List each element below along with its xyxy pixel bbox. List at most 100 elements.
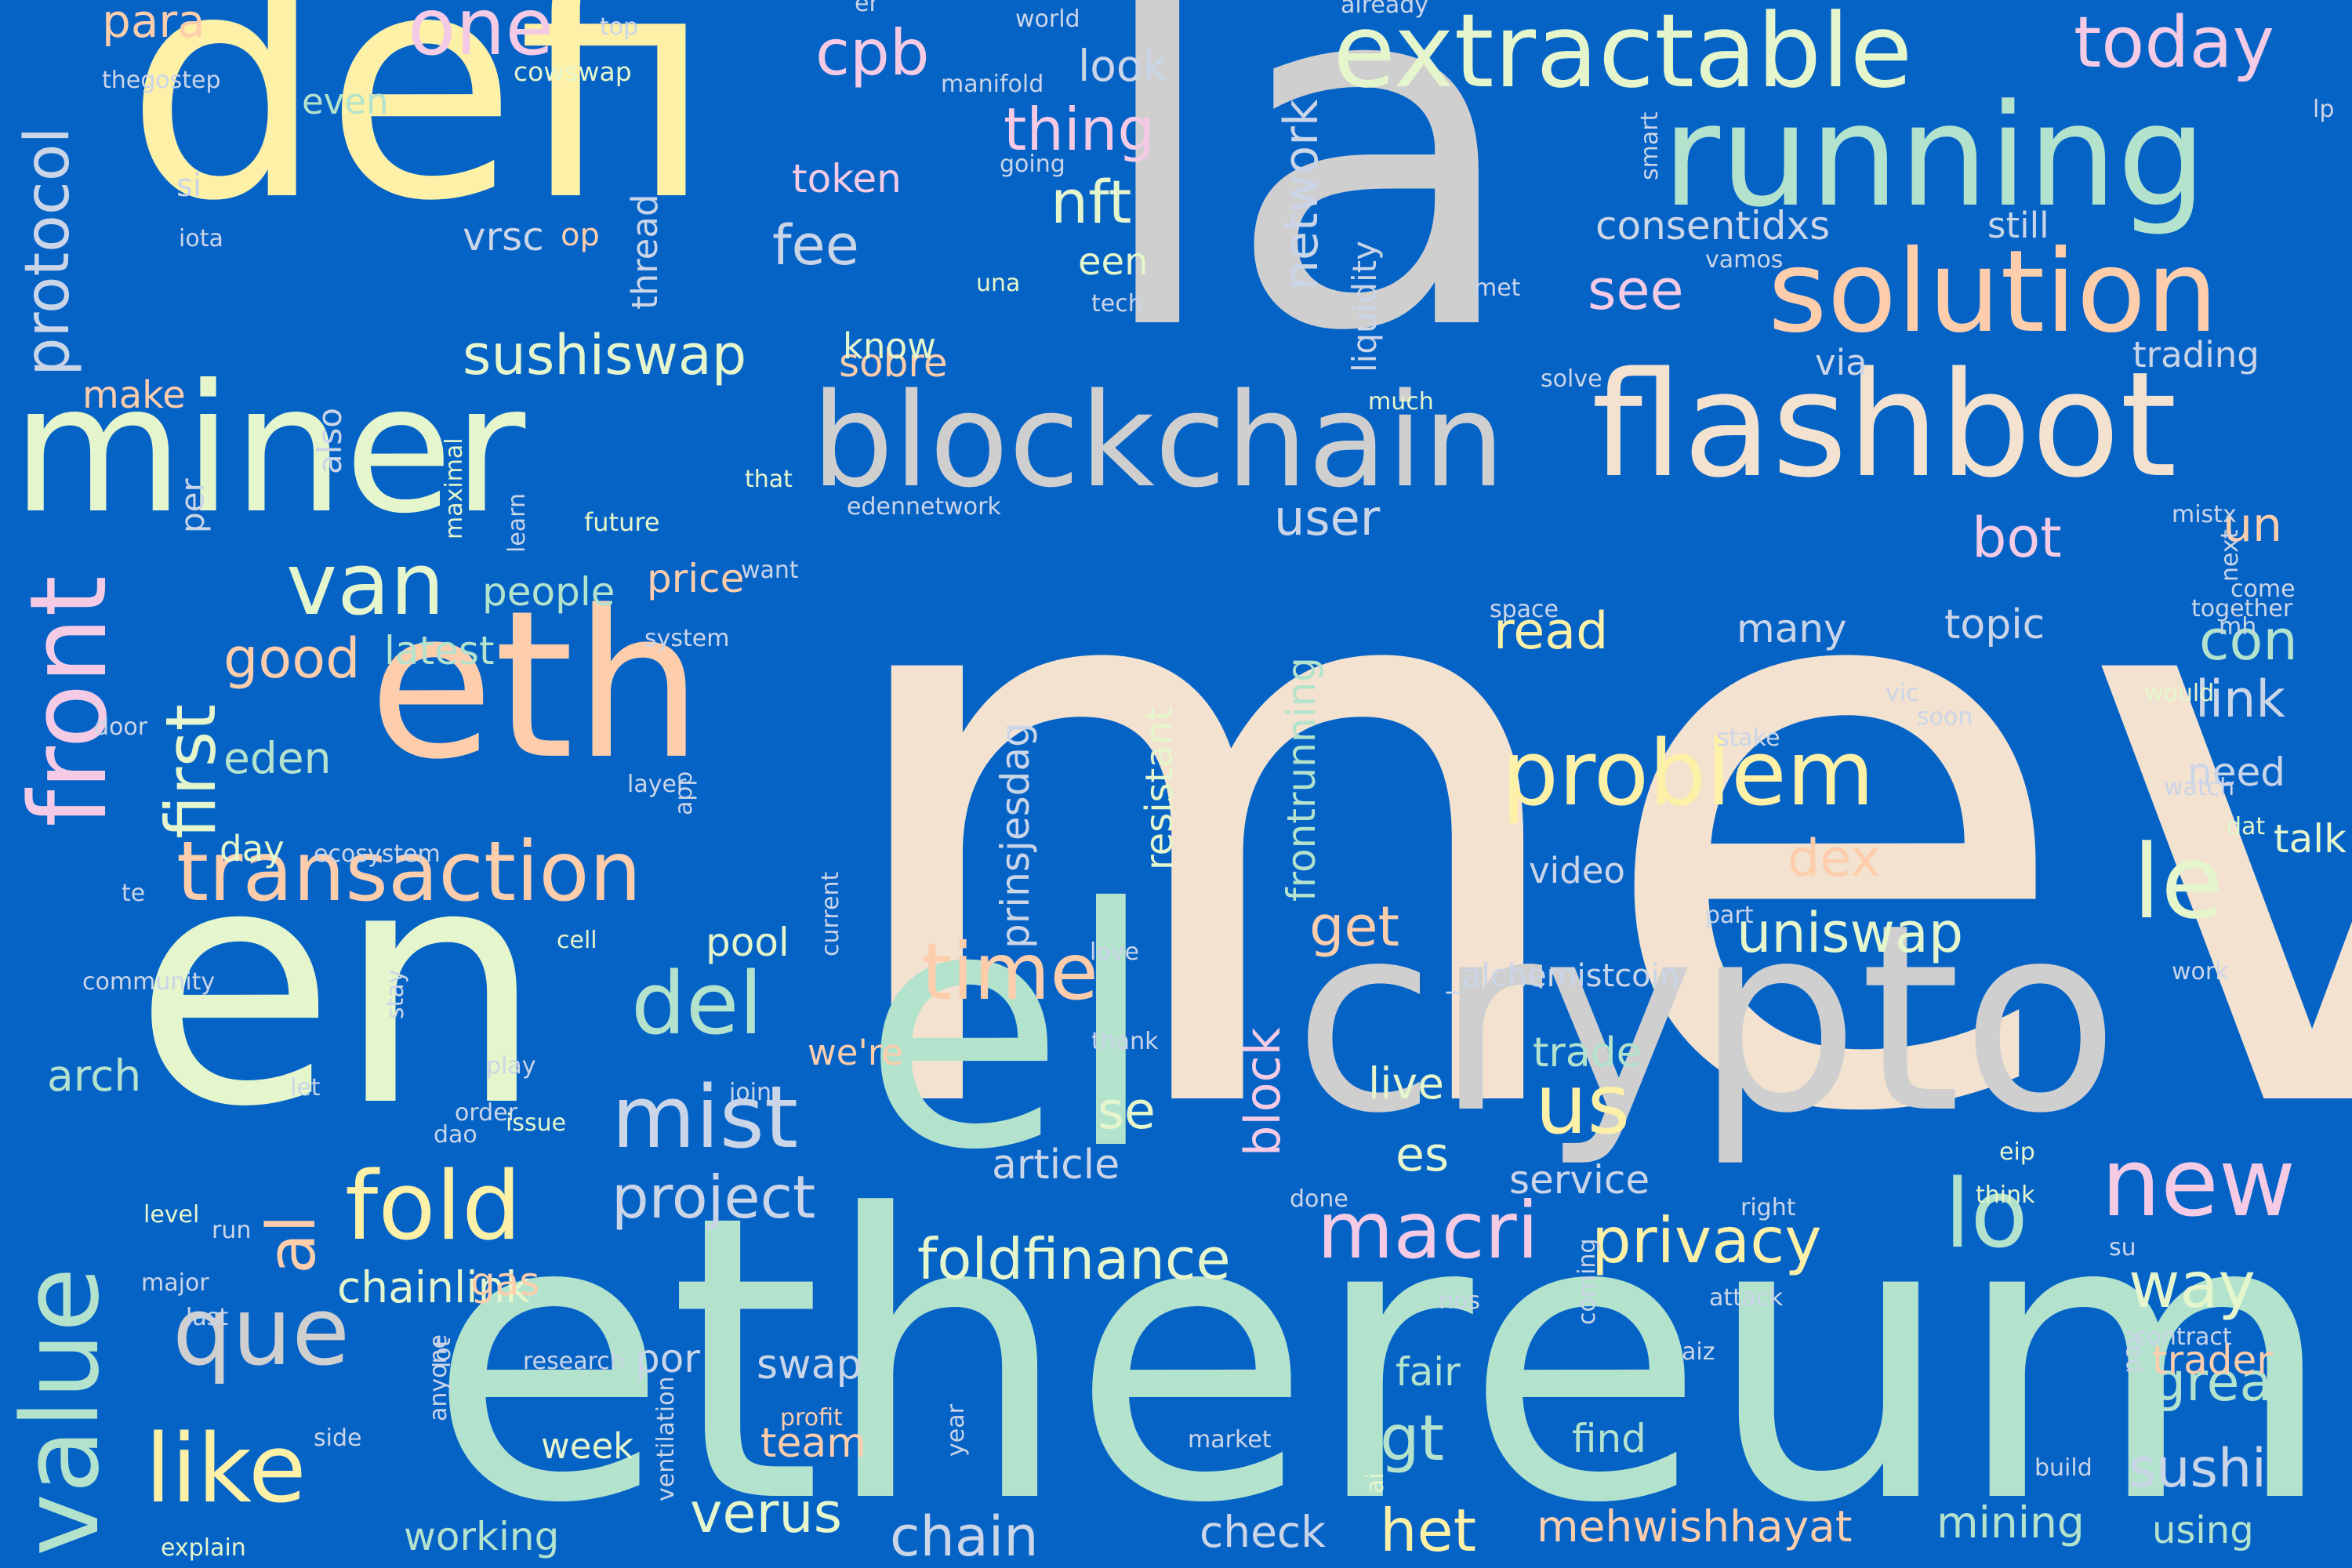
word-defi: defi bbox=[125, 0, 715, 270]
word-space: space bbox=[1490, 596, 1559, 623]
word-together: together bbox=[2191, 595, 2293, 622]
word-sobre: sobre bbox=[839, 340, 948, 386]
word-topic: topic bbox=[1944, 601, 2045, 648]
word-dat: dat bbox=[2227, 813, 2266, 840]
word-vrsc: vrsc bbox=[463, 214, 544, 260]
word-problem: problem bbox=[1501, 721, 1875, 826]
word-nft: nft bbox=[1051, 167, 1132, 237]
word-es: es bbox=[1396, 1127, 1450, 1182]
word-top: top bbox=[600, 13, 639, 41]
word-resistant: resistant bbox=[1138, 706, 1181, 870]
word-contract: contract bbox=[2134, 1323, 2232, 1351]
word-maximal: maximal bbox=[441, 437, 468, 539]
word-la: la bbox=[1090, 0, 1523, 437]
word-coming: coming bbox=[1573, 1238, 1601, 1325]
word-team: team bbox=[760, 1420, 866, 1467]
word-find: find bbox=[1572, 1416, 1646, 1461]
word-fair: fair bbox=[1396, 1349, 1461, 1395]
word-going: going bbox=[1000, 151, 1065, 178]
word-pay: pay bbox=[2118, 1330, 2146, 1374]
word-privacy: privacy bbox=[1592, 1204, 1822, 1277]
word-us: us bbox=[1535, 1057, 1631, 1152]
word-we-re: we're bbox=[808, 1032, 904, 1073]
word-extractable: extractable bbox=[1333, 0, 1913, 111]
word-vic: vic bbox=[1886, 680, 1919, 707]
word-much: much bbox=[1368, 388, 1434, 416]
word-service: service bbox=[1509, 1157, 1650, 1203]
word-app: app bbox=[670, 771, 698, 815]
word-per: per bbox=[173, 478, 212, 533]
word-por: por bbox=[635, 1336, 700, 1381]
word-side: side bbox=[314, 1425, 362, 1452]
word-stay: stay bbox=[382, 969, 409, 1019]
word-cowswap: cowswap bbox=[514, 56, 632, 87]
word-trader: trader bbox=[2152, 1338, 2273, 1383]
word-need: need bbox=[2187, 750, 2285, 795]
word-foldfinance: foldfinance bbox=[917, 1226, 1231, 1292]
word-time: time bbox=[921, 926, 1098, 1018]
word-know: know bbox=[843, 325, 936, 367]
word-play: play bbox=[486, 1052, 536, 1080]
word-get: get bbox=[1309, 895, 1399, 959]
word-van: van bbox=[286, 534, 445, 634]
word-mehwishhayat: mehwishhayat bbox=[1537, 1501, 1853, 1552]
word-great: great bbox=[2152, 1352, 2293, 1414]
word-te: te bbox=[122, 880, 146, 907]
word-con: con bbox=[2199, 608, 2298, 673]
word-para: para bbox=[102, 0, 205, 48]
word-look: look bbox=[1078, 41, 1168, 91]
word-lo: lo bbox=[1944, 1160, 2028, 1269]
word-would: would bbox=[2144, 680, 2215, 707]
word-lp: lp bbox=[2313, 96, 2335, 123]
word-layer: layer bbox=[627, 771, 687, 798]
word-prinsjesdag: prinsjesdag bbox=[993, 722, 1038, 949]
word-like: like bbox=[145, 1415, 307, 1524]
word-aiz: aiz bbox=[1682, 1338, 1715, 1366]
word-frontrunning: frontrunning bbox=[1279, 657, 1324, 902]
word-cell: cell bbox=[557, 927, 597, 954]
word-read: read bbox=[1494, 602, 1609, 661]
word-swap: swap bbox=[757, 1341, 862, 1388]
word-video: video bbox=[1529, 850, 1625, 891]
word-market: market bbox=[1188, 1426, 1272, 1454]
word-ventilation: ventilation bbox=[652, 1376, 680, 1501]
word-work: work bbox=[2172, 958, 2229, 985]
word-ethereum: ethereum bbox=[427, 1132, 2336, 1568]
word-eip: eip bbox=[1999, 1138, 2035, 1166]
word-done: done bbox=[1290, 1185, 1348, 1213]
word-flashbot: flashbot bbox=[1592, 340, 2177, 510]
word-que: que bbox=[172, 1278, 350, 1387]
word-miner: miner bbox=[12, 347, 526, 553]
word-sushiswap: sushiswap bbox=[463, 323, 747, 387]
word-watch: watch bbox=[2164, 774, 2235, 801]
word-today: today bbox=[2074, 2, 2274, 84]
word-bot: bot bbox=[1972, 506, 2062, 570]
word-pool: pool bbox=[706, 920, 789, 965]
word-fold: fold bbox=[345, 1152, 522, 1261]
word-running: running bbox=[1662, 74, 2207, 238]
word-mining: mining bbox=[1936, 1497, 2085, 1548]
word-thank: thank bbox=[1091, 1028, 1159, 1055]
word-user: user bbox=[1274, 489, 1381, 546]
word-future: future bbox=[584, 507, 660, 537]
word-mev: mev bbox=[819, 364, 2352, 1286]
word-eden: eden bbox=[223, 733, 332, 783]
word-arch: arch bbox=[47, 1051, 142, 1101]
word-gas: gas bbox=[470, 1259, 540, 1305]
word-dex: dex bbox=[1788, 829, 1881, 888]
word-stake: stake bbox=[1717, 724, 1780, 752]
word-last: last bbox=[186, 1304, 229, 1331]
word-let: let bbox=[290, 1074, 321, 1102]
word-fee: fee bbox=[772, 213, 859, 278]
word-order: order bbox=[455, 1099, 517, 1127]
word-edennetwork: edennetwork bbox=[847, 493, 1001, 521]
word-profit: profit bbox=[780, 1404, 843, 1432]
word-thing: thing bbox=[1004, 95, 1155, 164]
word-live: live bbox=[1368, 1058, 1444, 1109]
word-al: al bbox=[253, 1214, 331, 1274]
word-join: join bbox=[729, 1079, 772, 1106]
word-project: project bbox=[612, 1163, 816, 1232]
word-system: system bbox=[644, 625, 730, 652]
word-want: want bbox=[741, 557, 799, 584]
word-world: world bbox=[1015, 5, 1080, 33]
